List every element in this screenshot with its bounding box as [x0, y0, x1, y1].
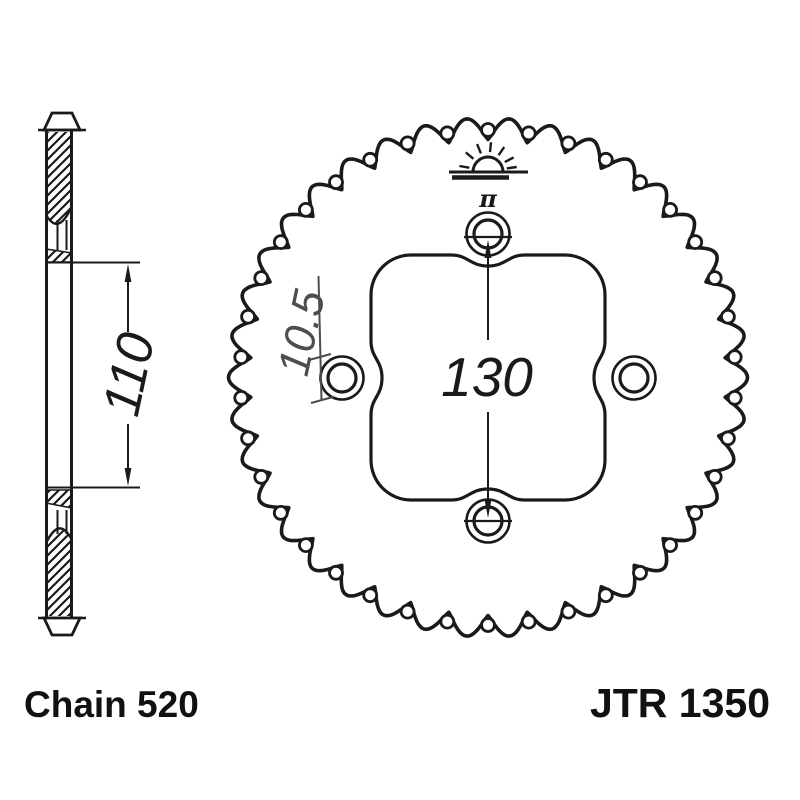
side-top-tooth — [41, 111, 83, 132]
tooth-valley-circle — [520, 125, 537, 142]
tooth-valley-circle — [560, 135, 577, 152]
tooth-valley-circle — [240, 430, 257, 447]
tooth-valley-circle — [687, 505, 704, 521]
tooth-valley-circle — [362, 587, 379, 604]
arrowhead-up — [124, 264, 132, 282]
tooth-valley-circle — [328, 564, 344, 581]
tooth-valley-circle — [328, 174, 344, 191]
tooth-valley-circle — [706, 270, 723, 287]
dim-130-label: 130 — [441, 346, 533, 408]
gear-teeth-ring — [226, 117, 750, 638]
dim-110-label: 110 — [92, 328, 166, 421]
hub-opening — [369, 253, 607, 502]
tooth-valley-circle — [253, 270, 270, 287]
jt-sun-logo: π — [449, 142, 528, 213]
side-section-view — [38, 111, 140, 637]
tooth-valley-circle — [632, 564, 648, 581]
tooth-valley-circle — [632, 174, 648, 191]
tooth-valley-circle — [272, 505, 289, 521]
tooth-valley-circle — [597, 587, 614, 604]
tooth-valley-circle — [233, 349, 250, 366]
side-bottom-tooth — [41, 616, 83, 637]
side-hatch-wedge-upper — [45, 248, 73, 263]
tooth-valley-circle — [480, 617, 496, 633]
bolt-hole-right — [611, 355, 657, 401]
leader-line — [317, 275, 323, 402]
gear-outline — [226, 117, 750, 638]
tooth-valley-circle — [662, 537, 678, 553]
tooth-valley-circle — [240, 308, 257, 325]
arrowhead-up — [484, 240, 492, 258]
tooth-valley-circle — [720, 308, 736, 325]
sun-half-disc-icon — [471, 155, 505, 174]
tooth-valley-circle — [272, 234, 289, 251]
tooth-valley-circle — [560, 603, 577, 620]
tooth-valley-circle — [480, 122, 496, 138]
tooth-valley-circle — [706, 468, 723, 485]
side-hatch-upper — [46, 132, 72, 224]
tooth-valley-circle — [297, 537, 314, 553]
tooth-valley-circle — [520, 613, 537, 630]
side-hatch-lower — [46, 528, 72, 616]
tooth-valley-circle — [597, 151, 614, 168]
side-hatch-wedge-lower — [45, 489, 73, 509]
tooth-valley-circle — [439, 613, 456, 630]
tooth-valley-circle — [297, 201, 314, 218]
tooth-valley-circle — [687, 234, 704, 251]
sun-rays-icon — [459, 142, 517, 170]
chain-size-label: Chain 520 — [24, 684, 199, 725]
tooth-valley-circle — [233, 389, 250, 406]
pi-symbol: π — [478, 184, 497, 213]
tooth-valley-circle — [662, 201, 678, 218]
tooth-valley-circle — [253, 468, 270, 485]
tooth-valley-circle — [726, 389, 743, 406]
arrowhead-down — [484, 500, 492, 518]
tooth-valley-circle — [362, 151, 379, 168]
arrowhead-down — [124, 468, 132, 486]
tooth-valley-circle — [439, 125, 456, 142]
tooth-valley-circle — [726, 349, 743, 366]
dimension-110: 110 — [92, 264, 166, 486]
part-number-label: JTR 1350 — [590, 680, 770, 726]
oblique-tick-top — [308, 352, 332, 362]
oblique-tick-bottom — [310, 395, 334, 405]
tooth-valley-circle — [399, 135, 416, 152]
dimension-130: 130 — [441, 235, 533, 523]
tooth-valley-circle — [399, 603, 416, 620]
tooth-valley-circle — [720, 430, 736, 447]
